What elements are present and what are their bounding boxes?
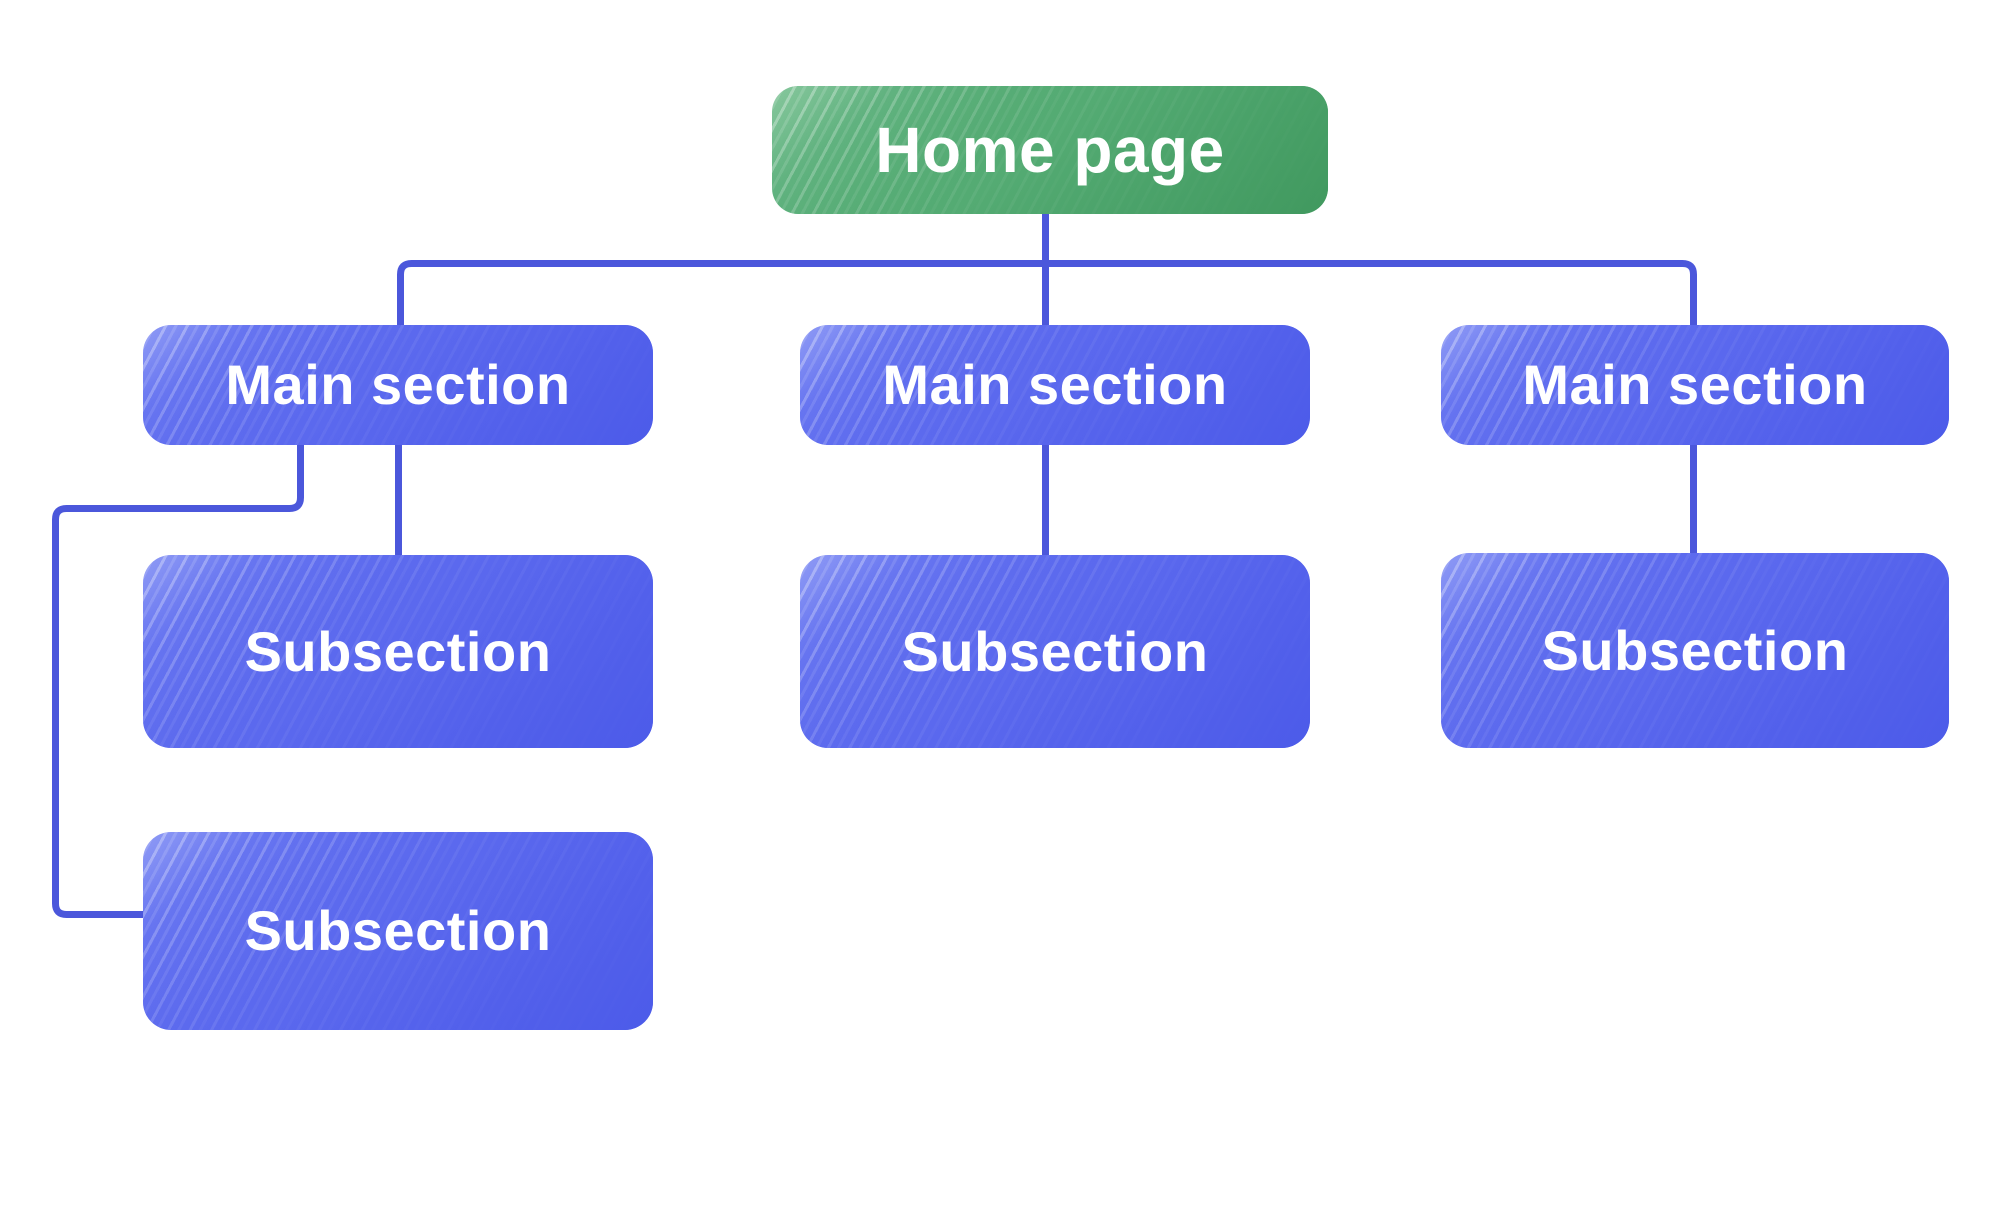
node-subsection-3: Subsection bbox=[1441, 553, 1949, 748]
node-main-section-1: Main section bbox=[143, 325, 653, 445]
node-label: Home page bbox=[875, 114, 1225, 186]
node-label: Subsection bbox=[1541, 618, 1849, 682]
node-label: Main section bbox=[882, 353, 1228, 416]
node-main-section-2: Main section bbox=[800, 325, 1310, 445]
node-home-page: Home page bbox=[772, 86, 1328, 214]
edge-horizontal-bus bbox=[397, 260, 1697, 326]
node-label: Main section bbox=[225, 353, 571, 416]
node-label: Subsection bbox=[901, 619, 1209, 683]
node-label: Subsection bbox=[244, 619, 552, 683]
node-subsection-1b: Subsection bbox=[143, 832, 653, 1030]
node-label: Subsection bbox=[244, 899, 552, 962]
node-subsection-1: Subsection bbox=[143, 555, 653, 748]
node-subsection-2: Subsection bbox=[800, 555, 1310, 748]
node-label: Main section bbox=[1522, 353, 1868, 416]
node-main-section-3: Main section bbox=[1441, 325, 1949, 445]
